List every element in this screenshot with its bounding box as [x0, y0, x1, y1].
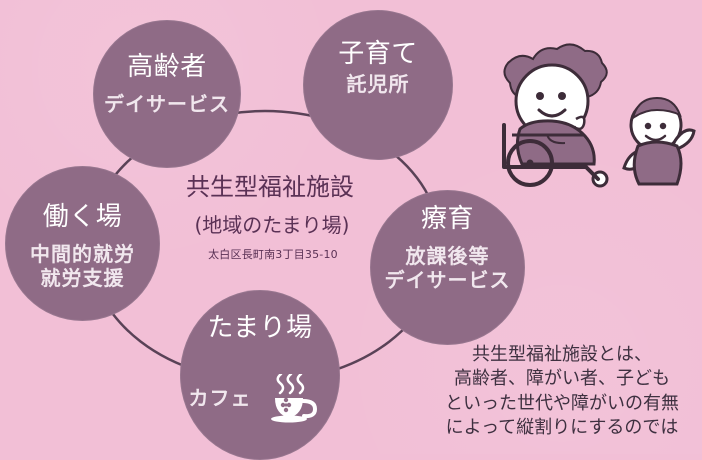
- description-line-4: によって縦割りにするのでは: [445, 416, 679, 438]
- therapy-subtitle-line-1: 放課後等: [405, 244, 490, 268]
- work-subtitle-line-1: 中間的就労: [30, 242, 135, 266]
- center-address: 太白区長町南3丁目35-10: [208, 248, 338, 261]
- work-node: 働く場 中間的就労 就労支援: [5, 166, 160, 321]
- description-line-1: 共生型福祉施設とは、: [472, 344, 652, 365]
- work-subtitle-line-2: 就労支援: [40, 266, 125, 290]
- childcare-node: 子育て 託児所: [303, 10, 453, 160]
- elderly-node: 高齢者 デイサービス: [93, 20, 241, 168]
- coffee-cup-icon: [271, 374, 318, 423]
- center-title: 共生型福祉施設: [186, 173, 354, 201]
- description-text: 共生型福祉施設とは、 高齢者、障がい者、子ども といった世代や障がいの有無 によ…: [433, 343, 691, 440]
- cafe-label: カフェ: [188, 386, 252, 410]
- hangout-node: たまり場 カフェ: [180, 290, 340, 460]
- center-subtitle: (地域のたまり場): [194, 213, 350, 237]
- therapy-subtitle-line-2: デイサービス: [384, 268, 511, 292]
- hangout-title: たまり場: [207, 313, 313, 343]
- description-line-3: といった世代や障がいの有無: [445, 392, 679, 414]
- work-title: 働く場: [42, 202, 123, 232]
- elderly-subtitle: デイサービス: [104, 92, 230, 116]
- therapy-node: 療育 放課後等 デイサービス: [370, 190, 525, 345]
- childcare-subtitle: 託児所: [346, 72, 410, 96]
- elderly-title: 高齢者: [127, 52, 207, 82]
- childcare-title: 子育て: [338, 39, 418, 69]
- therapy-title: 療育: [420, 204, 474, 234]
- wheelchair-family-illustration: [502, 43, 696, 188]
- description-line-2: 高齢者、障がい者、子ども: [454, 368, 670, 390]
